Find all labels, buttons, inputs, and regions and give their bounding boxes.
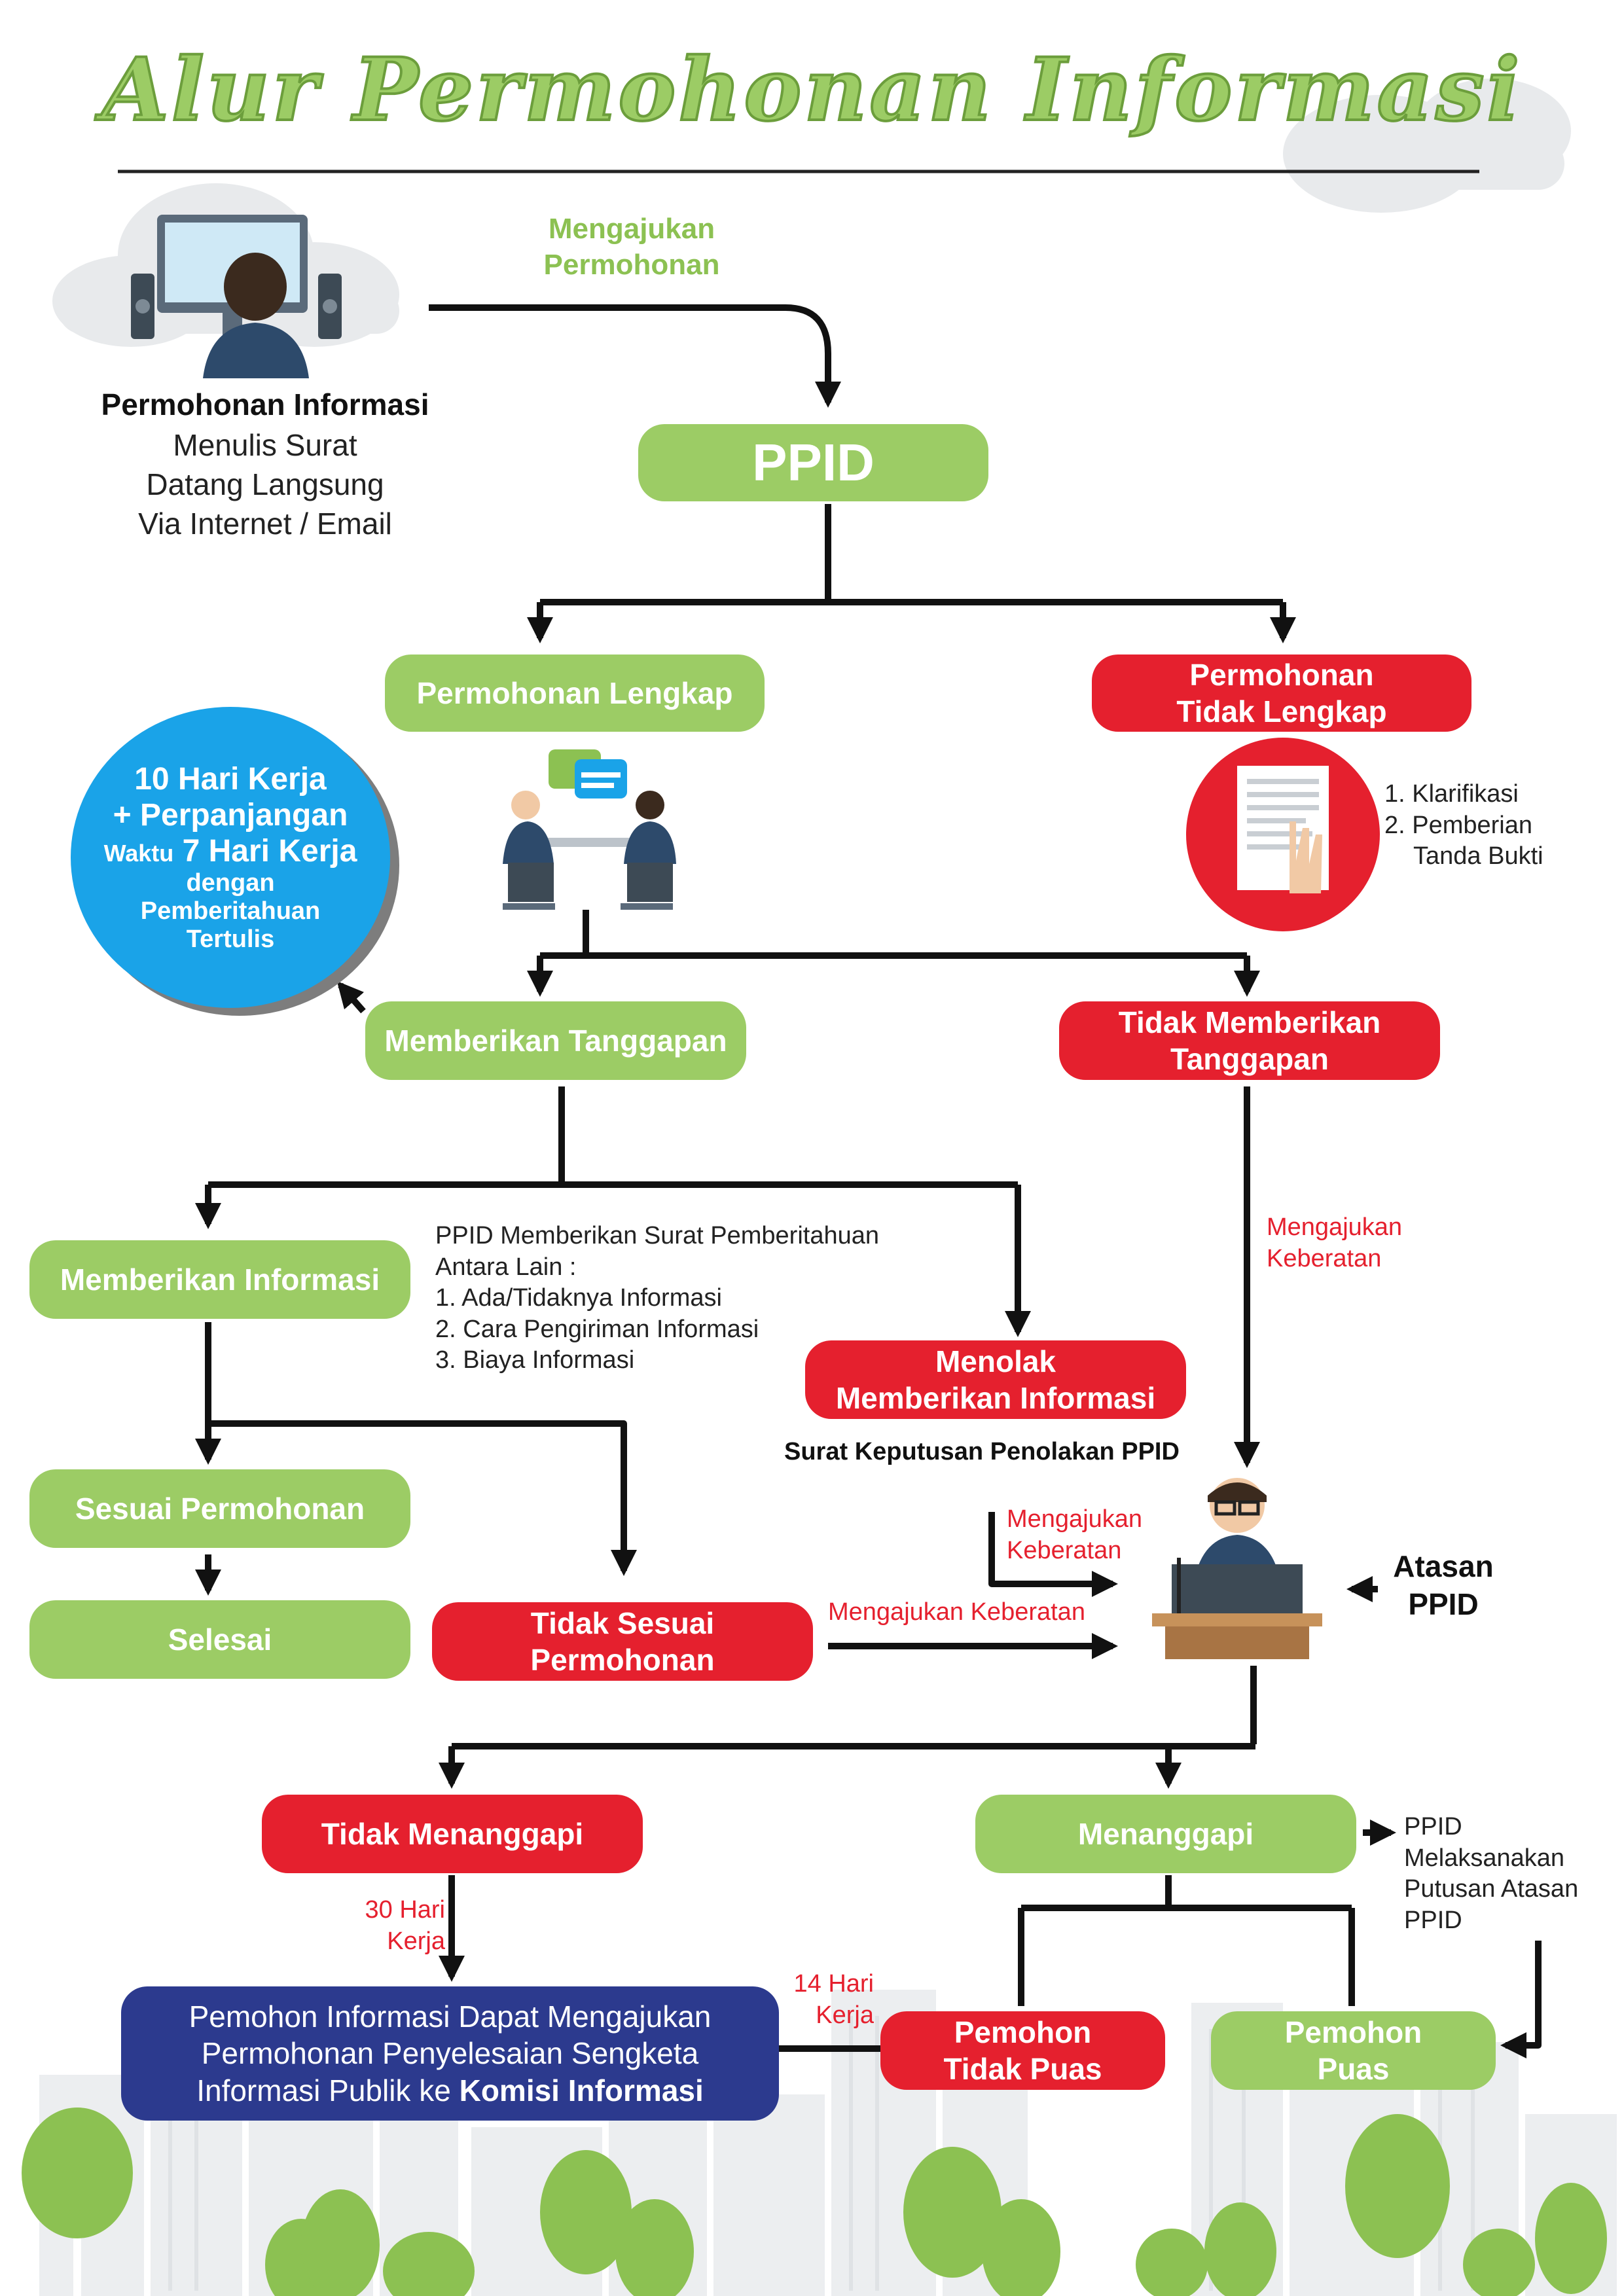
ppid-exec-text: PPID Melaksanakan Putusan Atasan PPID	[1404, 1812, 1578, 1936]
days-line: 30 Hari	[365, 1896, 446, 1924]
atasan-line: Atasan	[1393, 1549, 1494, 1583]
atasan-line: PPID	[1408, 1587, 1479, 1621]
tree-icon	[383, 2232, 475, 2296]
notice-item: 1. Ada/Tidaknya Informasi	[435, 1284, 722, 1312]
edge-label-keberatan-mid: Mengajukan Keberatan	[1007, 1504, 1142, 1566]
node-memberikan-informasi: Memberikan Informasi	[29, 1240, 410, 1319]
circle-line: 10 Hari Kerja	[134, 762, 327, 797]
edge-label-line: Keberatan	[1267, 1244, 1382, 1272]
node-line: Memberikan Informasi	[835, 1381, 1156, 1415]
document-reject-icon	[1186, 738, 1380, 931]
ppid-exec-line: PPID	[1404, 1813, 1462, 1840]
notice-item: 3. Biaya Informasi	[435, 1346, 635, 1374]
tree-icon	[540, 2150, 694, 2296]
edge-label-line: Mengajukan	[1007, 1505, 1143, 1533]
deadline-circle: 10 Hari Kerja + Perpanjangan Waktu 7 Har…	[71, 707, 390, 1008]
notice-item: 2. Cara Pengiriman Informasi	[435, 1315, 759, 1343]
ppid-exec-line: Putusan Atasan	[1404, 1875, 1579, 1903]
node-text: Informasi Publik ke	[196, 2073, 460, 2108]
applicant-method: Via Internet / Email	[138, 507, 392, 541]
edge-label-keberatan-right: Mengajukan Keberatan	[1267, 1212, 1402, 1274]
days-line: Kerja	[816, 2001, 874, 2029]
edge-label-submit: Mengajukan Permohonan	[497, 211, 766, 283]
node-menanggapi: Menanggapi	[975, 1795, 1356, 1873]
node-tidak-menanggapi: Tidak Menanggapi	[262, 1795, 643, 1873]
edge-label-line: Keberatan	[1007, 1536, 1122, 1564]
circle-small: Waktu	[103, 840, 174, 867]
node-pemohon-puas: Pemohon Puas	[1211, 2011, 1496, 2090]
node-line: Pemohon Informasi Dapat Mengajukan	[189, 2000, 712, 2034]
node-permohonan-lengkap: Permohonan Lengkap	[385, 655, 765, 732]
cloud-icon	[1283, 79, 1571, 213]
node-line: Permohonan	[530, 1643, 715, 1677]
tree-icon	[903, 2147, 1060, 2296]
days-line: 14 Hari	[793, 1970, 875, 1998]
days-30-label: 30 Hari Kerja	[314, 1895, 446, 1957]
klarifikasi-list: 1. Klarifikasi 2. Pemberian Tanda Bukti	[1384, 779, 1543, 872]
speaker-podium-icon	[1152, 1478, 1322, 1659]
edge-label-keberatan-bottom: Mengajukan Keberatan	[828, 1598, 1085, 1626]
meeting-icon	[503, 749, 676, 910]
days-14-label: 14 Hari Kerja	[759, 1969, 875, 2031]
node-line: Permohonan Penyelesaian Sengketa	[201, 2036, 699, 2071]
node-memberikan-tanggapan: Memberikan Tanggapan	[365, 1001, 746, 1080]
computer-user-icon	[131, 215, 342, 378]
tree-icon	[265, 2189, 380, 2296]
days-line: Kerja	[387, 1927, 445, 1955]
node-line: Tidak Lengkap	[1176, 694, 1387, 728]
circle-line: Pemberitahuan	[140, 897, 321, 925]
circle-big: 7 Hari Kerja	[182, 834, 357, 869]
node-line: Pemohon	[954, 2015, 1092, 2049]
applicant-heading: Permohonan Informasi	[101, 387, 429, 422]
circle-line: dengan	[186, 869, 275, 897]
node-menolak: Menolak Memberikan Informasi	[805, 1340, 1186, 1419]
page-title: Alur Permohonan Informasi	[100, 38, 1523, 142]
node-line: Pemohon	[1284, 2015, 1422, 2049]
applicant-method: Menulis Surat	[173, 428, 357, 462]
node-line: Tanggapan	[1170, 1042, 1329, 1076]
ppid-exec-line: PPID	[1404, 1906, 1462, 1934]
klarifikasi-item: 2. Pemberian	[1384, 811, 1533, 839]
node-pemohon-tidak-puas: Pemohon Tidak Puas	[880, 2011, 1165, 2090]
surat-penolakan-label: Surat Keputusan Penolakan PPID	[784, 1438, 1180, 1465]
node-line: Informasi Publik ke Komisi Informasi	[196, 2072, 704, 2109]
node-permohonan-tidak-lengkap: Permohonan Tidak Lengkap	[1092, 655, 1471, 732]
edge-label-line: Permohonan	[543, 249, 720, 281]
ppid-exec-line: Melaksanakan	[1404, 1844, 1565, 1872]
node-line: Permohonan	[1189, 657, 1374, 692]
tree-icon	[1345, 2114, 1607, 2296]
node-komisi-informasi: Pemohon Informasi Dapat Mengajukan Permo…	[121, 1986, 779, 2121]
node-sesuai-permohonan: Sesuai Permohonan	[29, 1469, 410, 1548]
node-selesai: Selesai	[29, 1600, 410, 1679]
tree-icon	[22, 2108, 133, 2296]
notice-line: Antara Lain :	[435, 1253, 577, 1281]
node-ppid: PPID	[638, 424, 988, 501]
circle-line: Tertulis	[186, 925, 275, 953]
klarifikasi-item: Tanda Bukti	[1413, 842, 1543, 870]
node-line: Tidak Puas	[943, 2052, 1102, 2086]
node-line: Tidak Sesuai	[530, 1605, 715, 1640]
circle-line: Waktu 7 Hari Kerja	[104, 833, 357, 869]
node-tidak-memberikan-tanggapan: Tidak Memberikan Tanggapan	[1059, 1001, 1440, 1080]
node-tidak-sesuai: Tidak Sesuai Permohonan	[432, 1602, 813, 1681]
edge-label-line: Mengajukan	[1267, 1213, 1403, 1241]
edge-label-line: Mengajukan	[548, 213, 715, 245]
klarifikasi-item: 1. Klarifikasi	[1384, 780, 1519, 808]
node-line: Tidak Memberikan	[1118, 1005, 1381, 1039]
notice-line: PPID Memberikan Surat Pemberitahuan	[435, 1222, 879, 1249]
node-line: Puas	[1317, 2052, 1390, 2086]
node-line: Menolak	[935, 1344, 1056, 1378]
circle-line: + Perpanjangan	[113, 798, 348, 833]
atasan-label: Atasan PPID	[1378, 1548, 1509, 1623]
notice-text: PPID Memberikan Surat Pemberitahuan Anta…	[435, 1221, 879, 1376]
node-text-bold: Komisi Informasi	[459, 2073, 704, 2108]
applicant-method: Datang Langsung	[146, 467, 384, 501]
tree-icon	[1136, 2202, 1276, 2296]
